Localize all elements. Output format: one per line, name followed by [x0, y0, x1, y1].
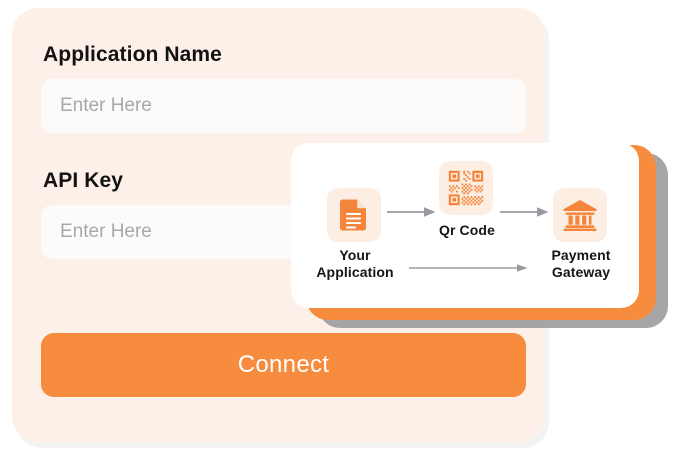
application-name-field-group: Application Name [41, 42, 526, 133]
node-label-your-application: Your Application [309, 247, 401, 281]
application-name-input[interactable] [41, 79, 526, 133]
bank-icon [562, 199, 598, 231]
arrow-qr-to-gateway-icon [500, 205, 550, 223]
qr-code-icon [447, 169, 485, 207]
node-label-line2: Gateway [551, 264, 611, 280]
node-label-line2: Application [316, 264, 394, 280]
payment-flow-diagram-card: Your Application [291, 143, 639, 308]
document-icon-tile [327, 188, 381, 242]
node-label-line1: Payment [551, 247, 611, 263]
qr-code-icon-tile [439, 161, 493, 215]
api-key-label: API Key [43, 169, 124, 192]
node-label-payment-gateway: Payment Gateway [534, 247, 628, 281]
application-name-label: Application Name [43, 43, 222, 66]
arrow-application-to-qr-icon [387, 205, 437, 223]
node-label-qr-code: Qr Code [439, 222, 495, 238]
connect-button[interactable]: Connect [41, 333, 526, 397]
bank-icon-tile [553, 188, 607, 242]
node-label-line1: Your [339, 247, 371, 263]
document-icon [339, 198, 369, 232]
arrow-application-to-gateway-icon [409, 261, 529, 279]
